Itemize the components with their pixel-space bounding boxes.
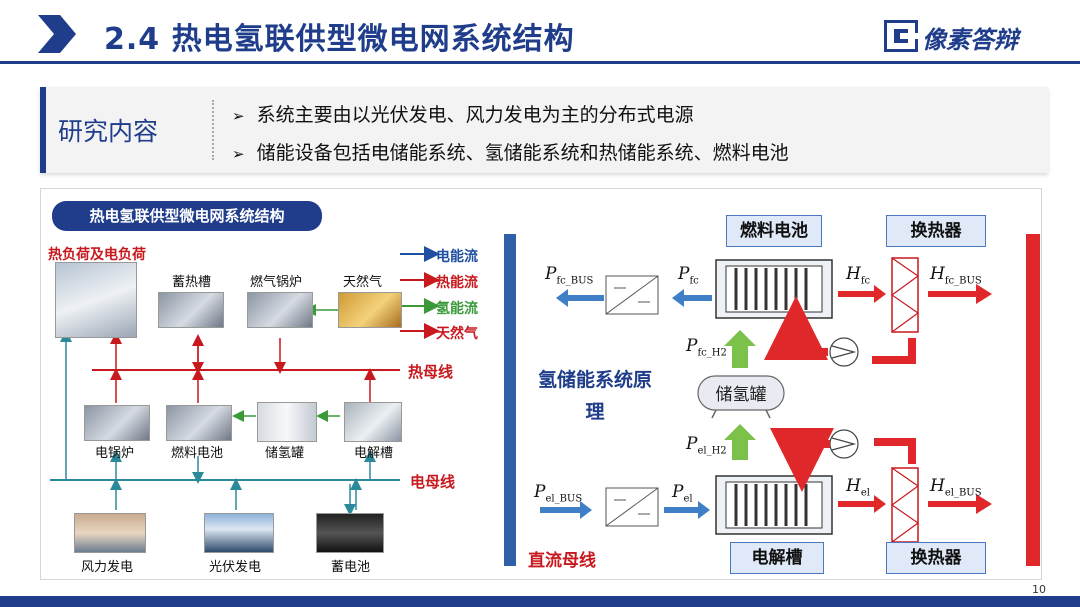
left-diagram-title: 热电氢联供型微电网系统结构	[52, 201, 322, 231]
h2-tank-diagram-label: 储氢罐	[715, 385, 767, 405]
p-fc-bus-symbol: Pfc_BUS	[545, 264, 594, 287]
research-panel	[40, 87, 1048, 173]
electric-boiler-label: 电锅炉	[95, 446, 135, 461]
battery-image	[316, 513, 384, 553]
h2-tank-label: 储氢罐	[265, 446, 305, 461]
electrolyzer-image	[344, 402, 402, 442]
bullet-arrow-icon: ➢	[232, 107, 245, 125]
research-label: 研究内容	[58, 117, 159, 146]
wind-power-image	[74, 513, 146, 553]
h-fc-bus-symbol: Hfc_BUS	[930, 264, 982, 287]
legend-h2: 氢能流	[436, 301, 478, 317]
h-el-bus-symbol: Hel_BUS	[930, 476, 982, 499]
battery-label: 蓄电池	[331, 560, 371, 575]
elec-bus-label: 电母线	[410, 473, 456, 491]
h2-principle-label: 氢储能系统原理	[537, 369, 652, 423]
title-chevron-icon	[38, 15, 76, 53]
p-el-symbol: Pel	[672, 482, 693, 505]
logo-text: 像素答辩	[922, 26, 1018, 54]
pv-power-image	[204, 513, 274, 553]
h2-tank-image	[257, 402, 317, 442]
bullet-arrow-icon: ➢	[232, 145, 245, 163]
p-el-bus-symbol: Pel_BUS	[534, 482, 583, 505]
research-accent-bar	[40, 87, 46, 173]
right-diagram-graphics	[504, 234, 1040, 566]
heat-exchanger-bottom-box: 换热器	[886, 542, 986, 574]
legend-gas: 天然气	[436, 326, 478, 342]
fuel-cell-image	[166, 405, 232, 441]
electrolyzer-box: 电解槽	[730, 542, 824, 574]
legend-heat: 热能流	[436, 275, 478, 291]
natural-gas-image	[338, 292, 402, 328]
h-fc-symbol: Hfc	[846, 264, 871, 287]
electric-boiler-image	[84, 405, 150, 441]
load-label: 热负荷及电负荷	[48, 247, 146, 263]
dc-bus-label: 直流母线	[528, 551, 596, 571]
p-fc-symbol: Pfc	[678, 264, 699, 287]
natural-gas-label: 天然气	[343, 275, 383, 290]
h-el-symbol: Hel	[846, 476, 870, 499]
bullet-item: ➢系统主要由以光伏发电、风力发电为主的分布式电源	[232, 104, 694, 126]
gas-boiler-label: 燃气锅炉	[250, 275, 303, 290]
page-title: 2.4 热电氢联供型微电网系统结构	[104, 22, 575, 57]
wind-power-label: 风力发电	[81, 560, 134, 575]
fuel-cell-label: 燃料电池	[171, 446, 224, 461]
gas-boiler-image	[247, 292, 313, 328]
electrolyzer-label: 电解槽	[354, 446, 394, 461]
heat-exchanger-top-box: 换热器	[886, 215, 986, 247]
p-fc-h2-symbol: Pfc_H2	[686, 336, 727, 359]
left-diagram-connectors	[50, 246, 440, 516]
fuel-cell-box: 燃料电池	[726, 215, 822, 247]
header-divider	[0, 61, 1080, 64]
page-number: 10	[1032, 583, 1046, 596]
pv-power-label: 光伏发电	[209, 560, 262, 575]
logo-icon	[884, 20, 918, 52]
legend-elec: 电能流	[436, 249, 478, 265]
thermal-storage-label: 蓄热槽	[172, 275, 212, 290]
footer-bar	[0, 596, 1080, 607]
thermal-storage-image	[158, 292, 224, 328]
research-divider	[212, 100, 214, 160]
house-load-image	[55, 262, 137, 338]
heat-bus-label: 热母线	[408, 363, 454, 381]
p-el-h2-symbol: Pel_H2	[686, 434, 727, 457]
bullet-item: ➢储能设备包括电储能系统、氢储能系统和热储能系统、燃料电池	[232, 142, 789, 164]
